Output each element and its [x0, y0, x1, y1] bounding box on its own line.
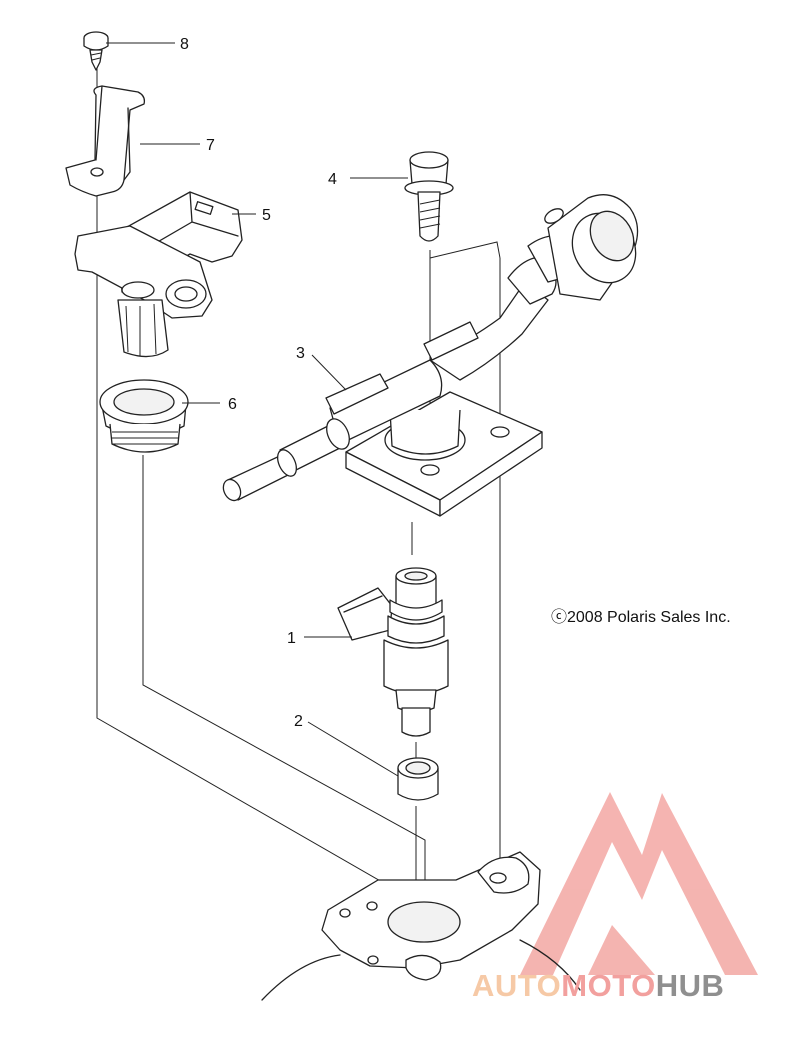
bolt-part: [404, 151, 454, 242]
watermark-moto: MOTO: [561, 968, 655, 1003]
injector-seal-part: [397, 757, 439, 801]
callout-3: 3: [296, 345, 305, 362]
screw-part: [83, 31, 109, 71]
intake-boot-part: [261, 851, 581, 1001]
callout-5: 5: [262, 207, 271, 224]
leader-lines: [106, 42, 408, 777]
fuel-rail-part: [222, 194, 639, 517]
callout-6: 6: [228, 396, 237, 413]
callout-7: 7: [206, 137, 215, 154]
map-sensor-part: [74, 191, 243, 358]
fuel-injector-part: [337, 567, 449, 737]
watermark-logo-icon: [520, 792, 758, 975]
watermark-wordmark: AUTOMOTOHUB: [472, 968, 724, 1003]
plug-part: [99, 379, 189, 453]
callout-8: 8: [180, 36, 189, 53]
bracket-part: [65, 85, 146, 197]
watermark-hub: HUB: [656, 968, 725, 1003]
callout-2: 2: [294, 713, 303, 730]
copyright-notice: ⓒ2008 Polaris Sales Inc.: [551, 608, 731, 626]
callout-1: 1: [287, 630, 296, 647]
callout-4: 4: [328, 171, 337, 188]
watermark-auto: AUTO: [472, 968, 561, 1003]
